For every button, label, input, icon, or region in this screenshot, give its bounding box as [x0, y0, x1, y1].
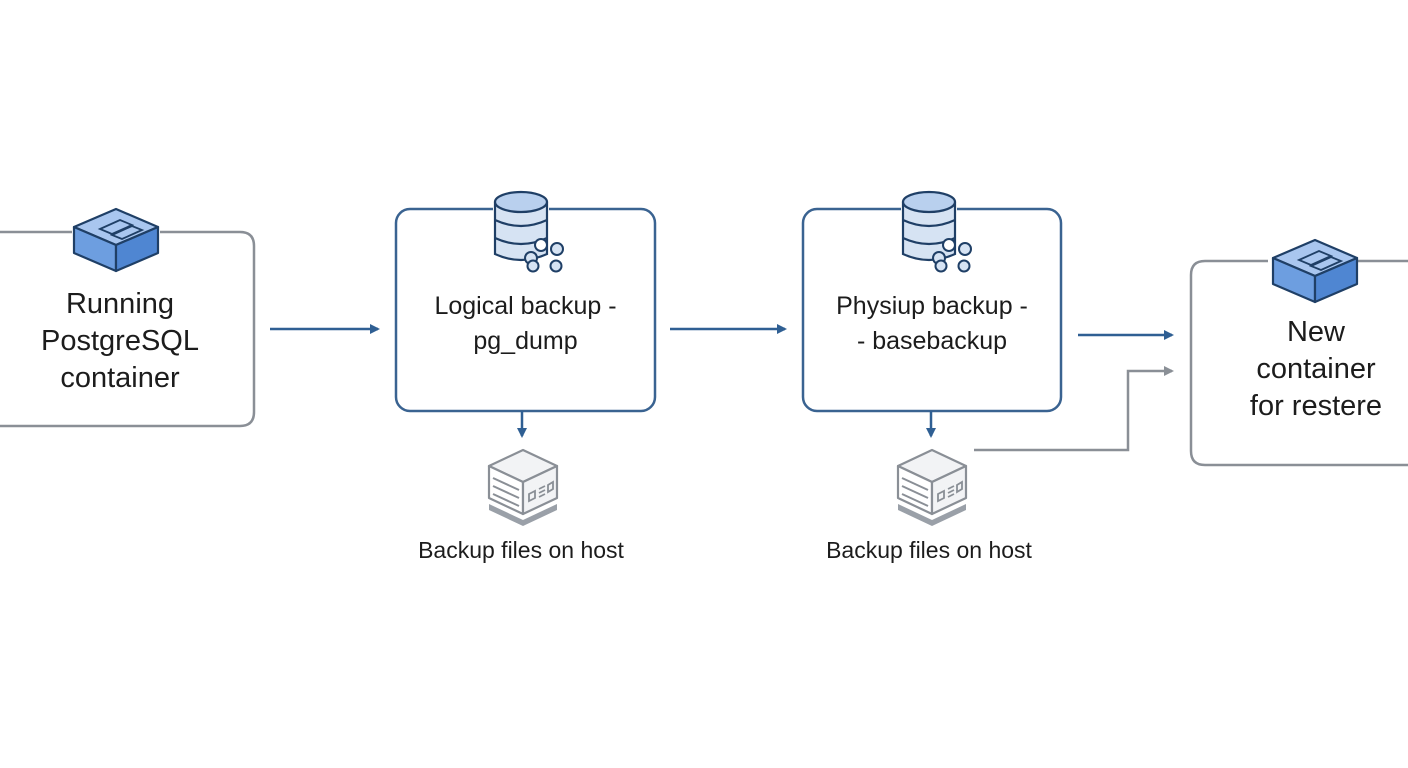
restore-container-box	[1189, 259, 1408, 467]
physical-storage-caption: Backup files on host	[826, 537, 1032, 563]
database-icon	[493, 190, 564, 273]
logical-backup-label: Logical backup - pg_dump	[396, 289, 655, 359]
logical-storage-caption: Backup files on host	[418, 537, 624, 563]
physical-label-line2: - basebackup	[856, 327, 1008, 355]
logical-label-line1: Logical backup -	[434, 292, 617, 320]
restore-label-line3: for restere	[1249, 390, 1383, 422]
container-icon	[72, 207, 160, 273]
physical-backup-label: Physiup backup - - basebackup	[803, 289, 1061, 359]
storage-server-icon	[487, 448, 559, 526]
arrow-storage-to-restore	[974, 366, 1174, 452]
database-icon	[901, 190, 972, 273]
restore-container-label: New container for restere	[1216, 314, 1408, 425]
storage-server-icon	[896, 448, 968, 526]
running-label-line3: container	[60, 362, 180, 394]
container-icon	[1271, 238, 1359, 304]
physical-label-line1: Physiup backup -	[836, 292, 1028, 320]
restore-label-line1: New	[1286, 316, 1345, 348]
running-container-box	[0, 230, 256, 428]
restore-label-line2: container	[1256, 353, 1376, 385]
running-label-line1: Running	[65, 288, 175, 320]
logical-label-line2: pg_dump	[473, 327, 578, 355]
running-label-line2: PostgreSQL	[41, 325, 199, 357]
running-container-label: Running PostgreSQL container	[20, 286, 220, 397]
